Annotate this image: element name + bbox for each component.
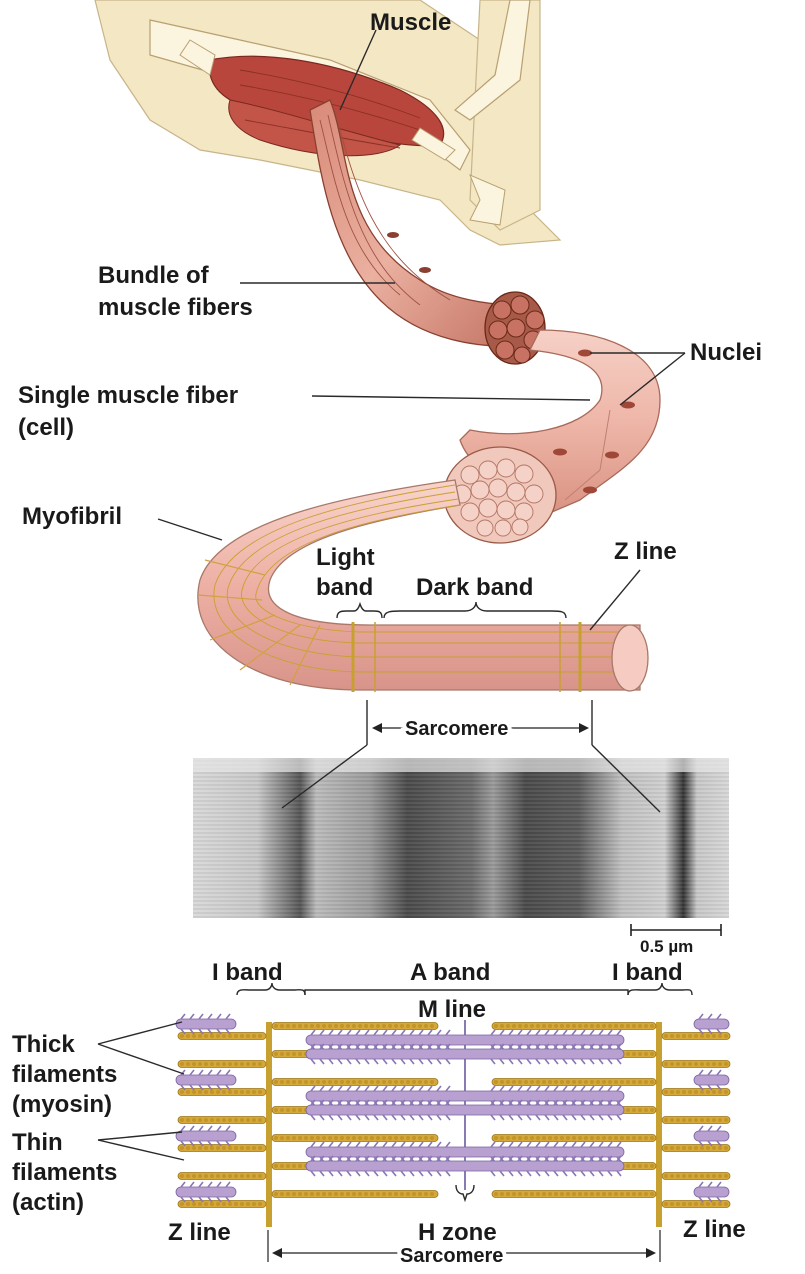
label-m-line: M line [418,996,486,1023]
label-bundle-line2: muscle fibers [98,294,253,321]
label-z-line-top: Z line [614,538,677,565]
label-dark-band: Dark band [416,574,533,601]
thick-filament-outer-right [694,1131,729,1141]
thick-filament-outer-left [176,1019,236,1029]
label-h-zone: H zone [418,1219,497,1246]
label-muscle: Muscle [370,9,451,36]
thick-filament-outer-left [176,1075,236,1085]
label-myofibril: Myofibril [22,503,122,530]
label-i-band-left: I band [212,959,283,986]
label-thin-line1: Thin [12,1129,63,1156]
z-disc-left [266,1022,272,1227]
z-disc-right [656,1022,662,1227]
label-bundle-line1: Bundle of [98,262,210,289]
thick-filament [306,1049,624,1059]
label-thin-line2: filaments [12,1159,117,1186]
label-sarcomere-bottom: Sarcomere [400,1245,503,1267]
label-thin-line3: (actin) [12,1189,84,1216]
label-sarcomere-top: Sarcomere [405,718,508,740]
electron-micrograph [193,758,729,918]
label-light-band-line2: band [316,574,373,601]
label-thick-line3: (myosin) [12,1091,112,1118]
label-a-band: A band [410,959,490,986]
thick-filament-outer-right [694,1187,729,1197]
label-thick-line2: filaments [12,1061,117,1088]
label-z-line-right: Z line [683,1216,746,1243]
scale-bar-label: 0.5 µm [640,937,693,956]
thick-filament-outer-right [694,1075,729,1085]
thick-filament [306,1147,624,1157]
label-nuclei: Nuclei [690,339,762,366]
thick-filament [306,1105,624,1115]
thick-filament-outer-left [176,1187,236,1197]
thick-filament-outer-left [176,1131,236,1141]
scale-bar: 0.5 µm [631,924,721,956]
thick-filament-outer-right [694,1019,729,1029]
bundle-cross-section [485,292,545,364]
single-fiber-illustration [444,330,660,543]
label-thick-line1: Thick [12,1031,75,1058]
thick-filament [306,1161,624,1171]
label-light-band-line1: Light [316,544,375,571]
label-i-band-right: I band [612,959,683,986]
label-single-fiber-line2: (cell) [18,414,74,441]
thick-filament [306,1035,624,1045]
thick-filament [306,1091,624,1101]
fiber-cross-section [444,447,556,543]
label-single-fiber-line1: Single muscle fiber [18,382,238,409]
label-z-line-left: Z line [168,1219,231,1246]
